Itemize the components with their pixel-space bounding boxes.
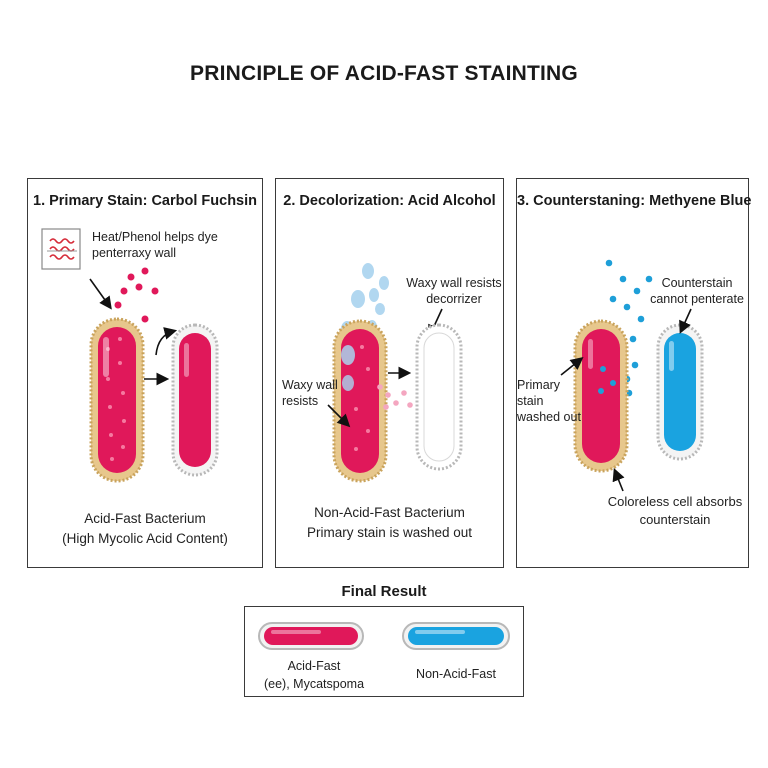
- final-non-acid-fast-label: Non-Acid-Fast: [416, 667, 496, 681]
- primary-stain-washed-out-note: Primary stain washed out: [517, 378, 581, 424]
- caption-line-1: Acid-Fast Bacterium: [84, 511, 206, 526]
- waxy-wall-resists-decolorizer-note: Waxy wall resists decorrizer: [406, 276, 502, 306]
- waxy-acid-fast-cell: [332, 319, 388, 483]
- final-acid-fast-cell: [258, 622, 364, 650]
- colorless-cell-absorbs-counterstain-note: Coloreless cell absorbs counterstain: [607, 494, 743, 527]
- caption-line-2: (High Mycolic Acid Content): [62, 531, 228, 546]
- counterstain-cannot-penetrate-note: Counterstain cannot penterate: [650, 276, 744, 306]
- counterstaining-illustration: [560, 259, 704, 492]
- heat-phenol-note: Heat/Phenol helps dye penterraxy wall: [92, 230, 218, 260]
- acid-fast-cell-red: [573, 319, 629, 473]
- primary-stain-illustration: [41, 228, 219, 483]
- decolorized-cell: [415, 323, 463, 471]
- waxy-wall-resists-note: Waxy wall resists: [282, 378, 338, 408]
- panel-title-primary-stain: 1. Primary Stain: Carbol Fuchsin: [33, 193, 257, 209]
- final-acid-fast-label-line-1: Acid-Fast: [287, 659, 341, 673]
- panel-decolorization: 2. Decolorization: Acid Alcohol: [275, 178, 504, 568]
- panel-title-decolorization: 2. Decolorization: Acid Alcohol: [283, 193, 496, 209]
- stained-cell: [171, 323, 219, 477]
- caption-line-1: Non-Acid-Fast Bacterium: [314, 505, 465, 520]
- page-title: PRINCIPLE OF ACID-FAST STAINTING: [190, 62, 578, 85]
- fuchsin-dye-dots: [114, 267, 159, 323]
- final-result-heading: Final Result: [341, 583, 427, 600]
- washed-out-dye-dots: [373, 372, 413, 410]
- panel-title-counterstaining: 3. Counterstaning: Methyene Blue: [517, 193, 752, 209]
- final-result-illustration: [258, 622, 510, 650]
- final-acid-fast-label-line-2: (ee), Mycatspoma: [263, 677, 365, 691]
- decolorization-illustration: [327, 263, 463, 483]
- caption-line-2: Primary stain is washed out: [306, 525, 473, 540]
- heat-waves-icon: [41, 228, 81, 270]
- non-acid-fast-cell-blue: [656, 323, 704, 461]
- acid-fast-cell: [89, 317, 145, 483]
- panel-primary-stain: 1. Primary Stain: Carbol Fuchsin: [27, 178, 263, 568]
- final-non-acid-fast-cell: [402, 622, 510, 650]
- final-result-box: Acid-Fast (ee), Mycatspoma Non-Acid-Fast: [244, 606, 524, 697]
- panel-counterstaining: 3. Counterstaning: Methyene Blue: [516, 178, 752, 568]
